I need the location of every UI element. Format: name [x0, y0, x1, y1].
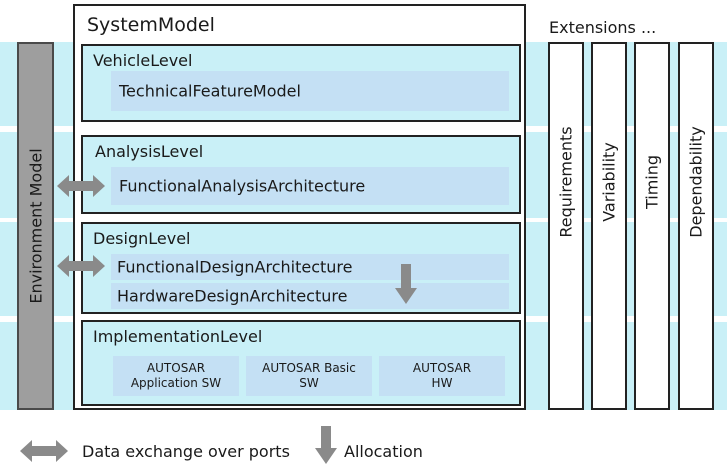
- autosar-basic-sw-line2: SW: [299, 376, 319, 390]
- extension-variability: Variability: [591, 42, 627, 410]
- vehicle-level: VehicleLevel TechnicalFeatureModel: [81, 44, 521, 122]
- data-exchange-arrow-analysis-icon: [57, 175, 105, 197]
- extension-dependability-label: Dependability: [686, 126, 706, 238]
- legend-data-exchange-label: Data exchange over ports: [82, 442, 290, 461]
- system-model-title: SystemModel: [87, 14, 215, 36]
- vehicle-level-title: VehicleLevel: [93, 51, 193, 70]
- allocation-arrow-icon: [395, 264, 417, 304]
- autosar-hw: AUTOSAR HW: [379, 356, 505, 396]
- autosar-basic-sw: AUTOSAR Basic SW: [246, 356, 372, 396]
- hardware-design-architecture-label: HardwareDesignArchitecture: [117, 286, 348, 306]
- functional-analysis-architecture: FunctionalAnalysisArchitecture: [111, 167, 509, 205]
- design-level-title: DesignLevel: [93, 229, 191, 248]
- functional-design-architecture: FunctionalDesignArchitecture: [111, 254, 509, 280]
- autosar-hw-line2: HW: [431, 376, 453, 390]
- implementation-level-title: ImplementationLevel: [93, 327, 263, 346]
- environment-model-label: Environment Model: [26, 148, 45, 304]
- functional-design-architecture-label: FunctionalDesignArchitecture: [117, 257, 353, 277]
- legend-allocation-label: Allocation: [344, 442, 423, 461]
- extension-variability-label: Variability: [599, 142, 619, 222]
- autosar-application-sw-line2: Application SW: [130, 376, 222, 390]
- extension-timing: Timing: [634, 42, 670, 410]
- analysis-level: AnalysisLevel FunctionalAnalysisArchitec…: [81, 135, 521, 214]
- technical-feature-model: TechnicalFeatureModel: [111, 71, 509, 111]
- extension-requirements: Requirements: [548, 42, 584, 410]
- environment-model: Environment Model: [17, 42, 54, 410]
- extensions-title: Extensions ...: [549, 18, 657, 37]
- functional-analysis-architecture-label: FunctionalAnalysisArchitecture: [119, 176, 366, 196]
- hardware-design-architecture: HardwareDesignArchitecture: [111, 283, 509, 309]
- autosar-application-sw: AUTOSAR Application SW: [113, 356, 239, 396]
- design-level: DesignLevel FunctionalDesignArchitecture…: [81, 222, 521, 314]
- autosar-basic-sw-line1: AUTOSAR Basic: [262, 361, 356, 375]
- technical-feature-model-label: TechnicalFeatureModel: [119, 81, 301, 101]
- autosar-hw-line1: AUTOSAR: [412, 361, 472, 375]
- extension-requirements-label: Requirements: [556, 126, 576, 238]
- legend-data-exchange-arrow-icon: [20, 440, 68, 462]
- autosar-application-sw-line1: AUTOSAR: [146, 361, 206, 375]
- legend-allocation-arrow-icon: [315, 426, 337, 464]
- implementation-level: ImplementationLevel AUTOSAR Application …: [81, 320, 521, 406]
- data-exchange-arrow-design-icon: [57, 255, 105, 277]
- extension-dependability: Dependability: [678, 42, 714, 410]
- extension-timing-label: Timing: [642, 154, 662, 210]
- analysis-level-title: AnalysisLevel: [95, 142, 204, 161]
